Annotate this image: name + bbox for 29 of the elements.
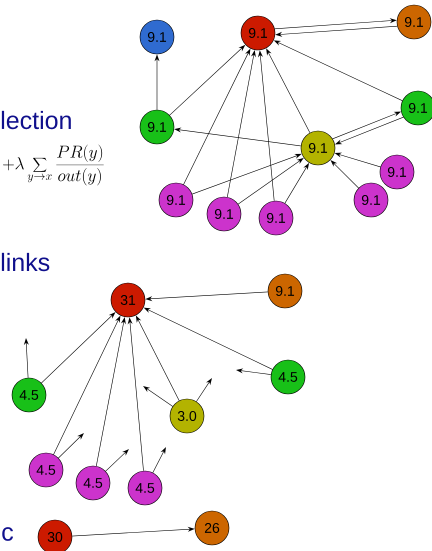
- circle-node: 9.1: [380, 154, 414, 190]
- heading-text: lection: [2, 110, 71, 130]
- arrow: [105, 449, 129, 472]
- heading-text: links: [2, 252, 50, 272]
- arrow: [58, 433, 84, 458]
- arrow: [143, 386, 173, 407]
- circle-node: 3.0: [170, 398, 204, 434]
- circle-node: 26: [194, 510, 230, 546]
- circle-node: 9.1: [140, 110, 174, 144]
- circle-node: 9.1: [140, 20, 174, 54]
- circle-node: 9.1: [240, 16, 276, 50]
- circle-node: 9.1: [396, 4, 432, 40]
- circle-node: 4.5: [28, 452, 64, 488]
- circle-node: 4.5: [12, 378, 46, 412]
- circle-node: 9.1: [206, 196, 242, 232]
- circle-node: 4.5: [270, 360, 306, 394]
- circle-node: 4.5: [128, 470, 162, 506]
- circle-node: 31: [110, 282, 146, 318]
- circle-node: 9.1: [158, 182, 194, 218]
- circle-node: 9.1: [258, 200, 294, 236]
- circle-node: 9.1: [300, 130, 336, 166]
- circle-node: 9.1: [268, 274, 302, 308]
- heading-text: c: [2, 527, 14, 541]
- formula: $+\lambda\sum_{y\rightarrow x}\frac{PR(y)}{out(y)}$: [3, 144, 104, 186]
- circle-node: 30: [38, 520, 72, 551]
- arrow: [196, 378, 212, 402]
- circle-node: 9.1: [354, 182, 388, 218]
- circle-node: 4.5: [76, 466, 110, 500]
- circle-node: 9.1: [400, 90, 432, 126]
